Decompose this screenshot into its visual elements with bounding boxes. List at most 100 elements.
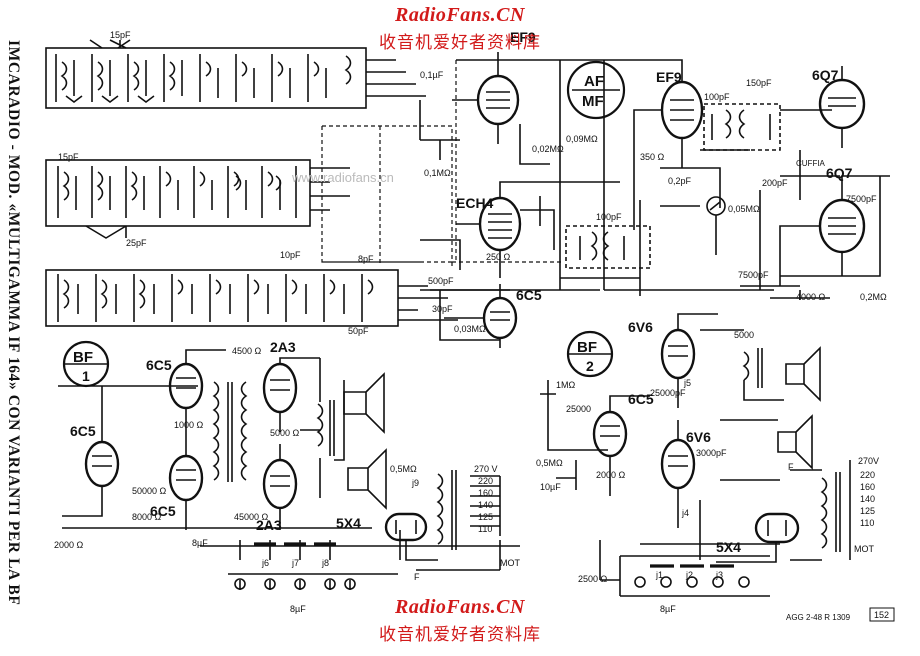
tube-ef9-1 [419, 52, 605, 290]
val-8uf-b: 8µF [290, 604, 306, 614]
if-transformer-2 [703, 103, 832, 200]
val-003m: 0,03MΩ [454, 324, 486, 334]
val-8uf-a: 8µF [192, 538, 208, 548]
label-af: AF [584, 73, 604, 90]
label-6c5-osc: 6C5 [516, 287, 542, 303]
side-title: IMCARADIO - MOD. «MULTIGAMMA IF 164» CON… [5, 40, 34, 630]
mains-right-220: 220 [860, 470, 875, 480]
label-mf: MF [582, 93, 604, 110]
watermark-cn-bottom: 收音机爱好者资料库 [379, 625, 541, 645]
jack-j7: j8 [321, 558, 329, 568]
rf-coil-bank-1 [45, 39, 426, 109]
val-02m: 0,2MΩ [860, 292, 887, 302]
mains-left-220: 220 [478, 476, 493, 486]
val-100pf-a: 100pF [596, 212, 622, 222]
jack-j1: j1 [655, 570, 663, 580]
mains-left-270: 270 V [474, 464, 498, 474]
label-5x4-right: 5X4 [716, 539, 741, 555]
val-4500: 4500 Ω [232, 346, 262, 356]
f-right: F [788, 462, 794, 472]
val-100pf-b: 100pF [704, 92, 730, 102]
jack-j6: j9 [411, 478, 419, 488]
val-5000-r: 5000 Ω [270, 428, 300, 438]
val-7500pf-b: 7500pF [738, 270, 769, 280]
jack-j3: j3 [715, 570, 723, 580]
f-left: F [414, 572, 420, 582]
upper-rails [420, 60, 830, 299]
val-15pf-mid: 15pF [58, 152, 79, 162]
mains-right-110: 110 [860, 518, 874, 528]
mot-right: MOT [854, 544, 874, 554]
jack-j5: j5 [683, 378, 691, 388]
val-8pf: 8pF [358, 254, 374, 264]
tube-6q7-2 [740, 175, 890, 300]
val-4000: 4000 Ω [796, 292, 826, 302]
jack-j9: j6 [261, 558, 269, 568]
label-6v6-lower: 6V6 [686, 429, 711, 445]
label-6c5-bf1-lower: 6C5 [150, 503, 176, 519]
if-transformer-1 [565, 225, 651, 269]
val-50pf: 50pF [348, 326, 369, 336]
tube-6q7-1 [818, 66, 866, 148]
watermark-faint: www.radiofans.cn [291, 170, 394, 185]
val-500pf: 500pF [428, 276, 454, 286]
side-title-text: IMCARADIO - MOD. «MULTIGAMMA IF 164» CON… [5, 40, 22, 606]
val-05m-bf1: 0,5MΩ [390, 464, 417, 474]
val-2000-b: 2000 Ω [596, 470, 626, 480]
val-250: 250 Ω [486, 252, 511, 262]
label-6c5-bf1-upper: 6C5 [146, 357, 172, 373]
val-05m-bf2: 0,5MΩ [536, 458, 563, 468]
footer-page: 152 [874, 610, 889, 620]
rf-coil-bank-2 [45, 159, 350, 239]
label-bf1-num: 1 [82, 368, 90, 384]
label-6v6-upper: 6V6 [628, 319, 653, 335]
val-350: 350 Ω [640, 152, 665, 162]
val-02pf: 0,2pF [668, 176, 692, 186]
val-15pf-top: 15pF [110, 30, 131, 40]
watermark-site-bottom: RadioFans.CN [395, 596, 525, 618]
label-6q7-1: 6Q7 [812, 67, 839, 83]
val-25000: 25000 [566, 404, 591, 414]
af-mf-badge [566, 60, 626, 120]
val-01uf-a: 0,1µF [420, 70, 444, 80]
label-bf1-top: BF [73, 349, 93, 366]
val-1000: 1000 Ω [174, 420, 204, 430]
rf-coil-bank-3 [45, 269, 458, 327]
mains-left-110: 110 [478, 524, 492, 534]
bf2-section [540, 313, 851, 597]
bf1-section [58, 340, 520, 590]
val-150pf: 150pF [746, 78, 772, 88]
mains-left-140: 140 [478, 500, 493, 510]
label-6c5-bf2: 6C5 [628, 391, 654, 407]
mains-left-160: 160 [478, 488, 493, 498]
mot-left: MOT [500, 558, 520, 568]
val-002m: 0,02MΩ [532, 144, 564, 154]
band-switch-linkage [321, 60, 562, 266]
val-200pf: 200pF [762, 178, 788, 188]
jack-j2: j2 [685, 570, 693, 580]
val-3000pf: 3000pF [696, 448, 727, 458]
mains-left-125: 125 [478, 512, 493, 522]
watermark-cn-top: 收音机爱好者资料库 [379, 33, 541, 53]
label-ef9-2: EF9 [656, 69, 682, 85]
tuning-meter [660, 196, 726, 255]
val-2000-a: 2000 Ω [54, 540, 84, 550]
val-25pf: 25pF [126, 238, 147, 248]
val-10pf: 10pF [280, 250, 301, 260]
mains-right-270: 270V [858, 456, 879, 466]
label-ef9-1: EF9 [510, 29, 536, 45]
val-8uf-c: 8µF [660, 604, 676, 614]
label-6q7-2: 6Q7 [826, 165, 853, 181]
val-1m-bf2: 1MΩ [556, 380, 576, 390]
tube-ech4 [420, 181, 620, 278]
val-7500pf-a: 7500pF [846, 194, 877, 204]
val-30pf: 30pF [432, 304, 453, 314]
label-2a3-upper: 2A3 [270, 339, 296, 355]
jack-j8: j7 [291, 558, 299, 568]
val-5000-c: 5000 [734, 330, 754, 340]
label-2a3-lower: 2A3 [256, 517, 282, 533]
val-25000pf: 25000pF [650, 388, 686, 398]
label-ech4: ECH4 [456, 195, 494, 211]
